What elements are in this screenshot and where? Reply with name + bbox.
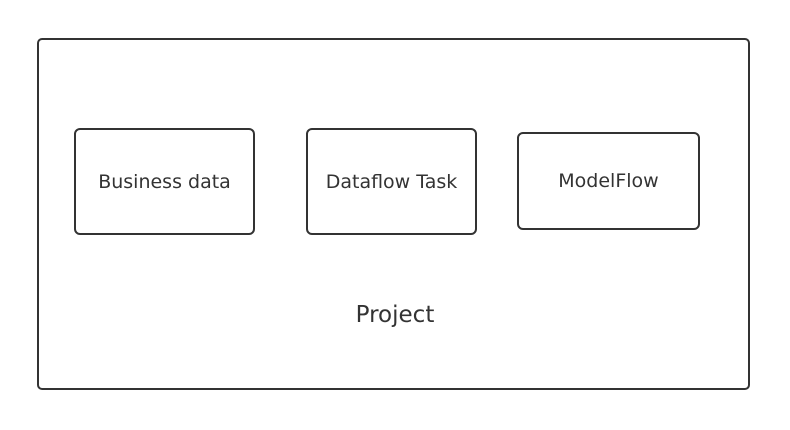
dataflow-task-label: Dataflow Task (325, 170, 458, 193)
modelflow-label: ModelFlow (558, 170, 659, 192)
modelflow-box: ModelFlow (517, 132, 700, 230)
business-data-label: Business data (98, 170, 231, 193)
project-label: Project (355, 302, 435, 328)
dataflow-task-box: Dataflow Task (306, 128, 477, 235)
project-container (37, 38, 750, 390)
business-data-box: Business data (74, 128, 255, 235)
